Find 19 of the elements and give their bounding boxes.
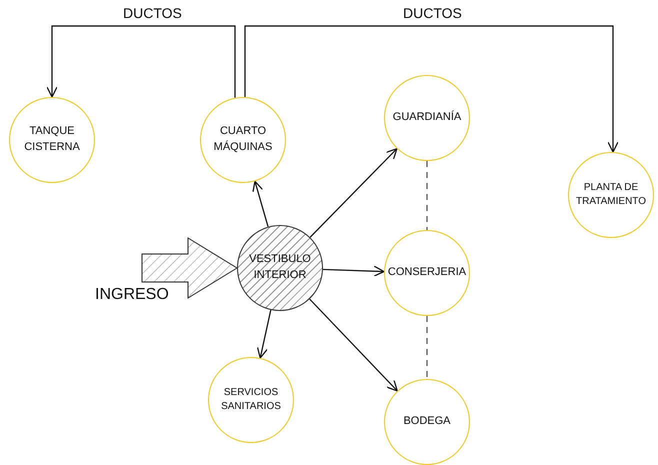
- node-label: VESTIBULO INTERIOR: [248, 252, 312, 283]
- dashed-line: [426, 316, 428, 379]
- node-label: BODEGA: [403, 414, 451, 430]
- arrow: [46, 25, 236, 98]
- arrow: [309, 298, 398, 392]
- annotation-text: INGRESO: [95, 286, 169, 304]
- node-label: CUARTO MÁQUINAS: [212, 124, 274, 155]
- dashed-line: [426, 161, 428, 230]
- node-label: CONSERJERIA: [388, 265, 466, 280]
- arrow: [252, 180, 269, 227]
- node-label: SERVICIOS SANITARIOS: [220, 386, 282, 414]
- arrow: [322, 266, 385, 277]
- node-label: GUARDIANÍA: [392, 110, 462, 126]
- arrow: [244, 25, 619, 153]
- arrow: [256, 310, 272, 359]
- node-label: TANQUE CISTERNA: [23, 124, 81, 155]
- block-arrow: [142, 237, 238, 299]
- arrow: [310, 148, 398, 238]
- node-label: PLANTA DE TRATAMIENTO: [575, 180, 647, 209]
